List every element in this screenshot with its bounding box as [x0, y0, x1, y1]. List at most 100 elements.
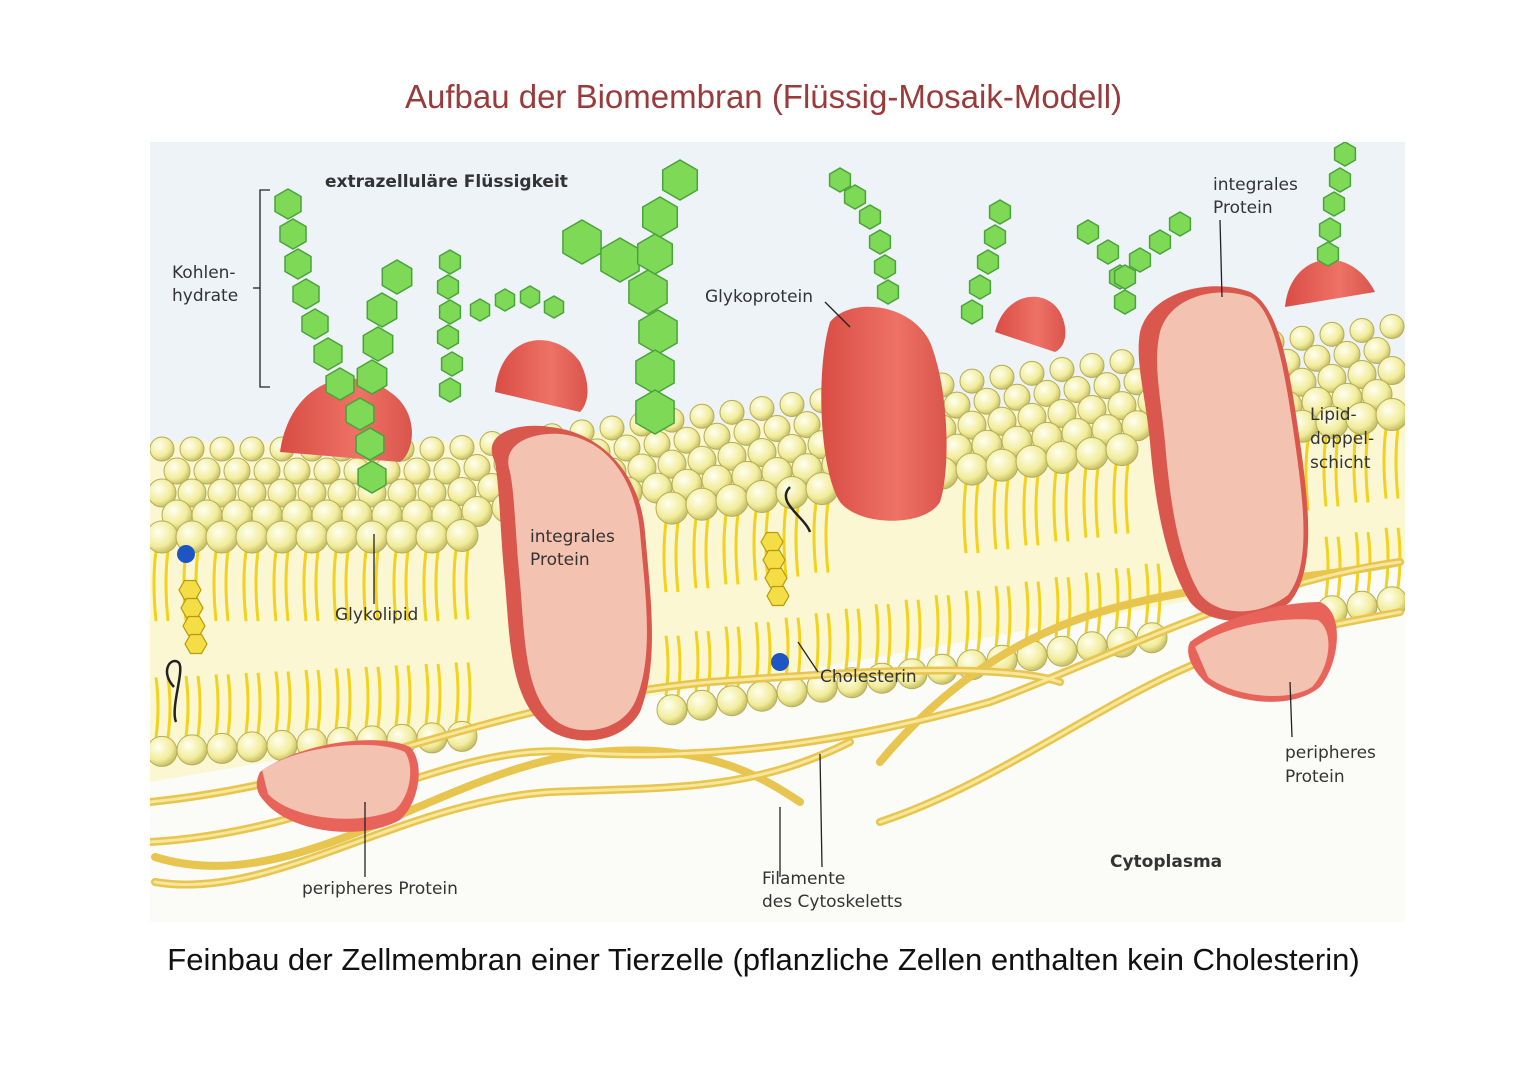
- small-protein-far-right: [1285, 259, 1375, 307]
- lipid-head: [239, 436, 265, 462]
- lipid-head: [267, 478, 297, 508]
- sugar-unit: [543, 295, 565, 319]
- lipid-head: [673, 426, 701, 454]
- lipid-head: [415, 520, 449, 554]
- lipid-head: [1093, 372, 1121, 400]
- sugar-unit: [279, 218, 307, 250]
- caption: Feinbau der Zellmembran einer Tierzelle …: [167, 942, 1360, 977]
- sugar-unit: [988, 199, 1012, 225]
- cholesterol-molecule-right: [771, 486, 812, 671]
- small-protein-right: [995, 296, 1066, 352]
- lipid-head: [1079, 353, 1105, 379]
- lipid-head: [779, 392, 805, 418]
- lipid-head: [985, 448, 1019, 482]
- lipid-head: [403, 457, 431, 485]
- label-peripheral-left: peripheres Protein: [302, 879, 458, 899]
- label-glycoprotein: Glykoprotein: [705, 287, 813, 307]
- lipid-head: [599, 415, 625, 441]
- lipid-head: [176, 734, 208, 766]
- lipid-head: [253, 457, 281, 485]
- sugar-unit: [436, 274, 460, 300]
- lipid-head: [193, 457, 221, 485]
- lipid-head: [1019, 360, 1045, 386]
- lipid-head: [179, 436, 205, 462]
- lipid-head: [283, 457, 311, 485]
- sugar-unit: [345, 397, 375, 431]
- lipid-head: [295, 520, 329, 554]
- lipid-head: [746, 680, 778, 712]
- lipid-head: [959, 368, 985, 394]
- sugar-unit: [960, 299, 984, 325]
- membrane-diagram: extrazelluläre Flüssigkeit Kohlen- hydra…: [150, 142, 1405, 922]
- sugar-unit: [976, 249, 1000, 275]
- sugar-unit: [366, 292, 398, 328]
- lipid-head: [1379, 314, 1405, 340]
- sugar-unit: [292, 278, 320, 310]
- sugar-unit: [1328, 167, 1352, 193]
- sugar-unit: [325, 367, 355, 401]
- lipid-head: [265, 520, 299, 554]
- lipid-head: [205, 520, 239, 554]
- sterol-ring: [180, 597, 204, 619]
- lipid-head: [749, 395, 775, 421]
- sugar-unit: [1318, 217, 1342, 243]
- label-extracellular: extrazelluläre Flüssigkeit: [325, 172, 568, 192]
- lipid-head: [1303, 344, 1331, 372]
- leader-lines: [253, 189, 1293, 877]
- lipid-head: [177, 478, 207, 508]
- lipid-head: [775, 476, 809, 510]
- label-peripheral-right-2: Protein: [1285, 767, 1345, 787]
- lipid-head: [150, 436, 175, 462]
- lipid-head: [387, 478, 417, 508]
- lipid-head: [1319, 321, 1345, 347]
- lipid-head: [733, 418, 761, 446]
- sugar-unit: [858, 204, 882, 230]
- lipid-head: [1349, 317, 1375, 343]
- lipid-head: [689, 403, 715, 429]
- sugar-unit: [284, 248, 312, 280]
- sugar-unit: [494, 288, 516, 312]
- label-integral-top-1: integrales: [1213, 175, 1298, 195]
- sugar-unit: [636, 233, 674, 275]
- sterol-ring: [178, 579, 202, 601]
- carbohydrate-chains: [274, 142, 1357, 494]
- sterol-ring: [182, 615, 206, 637]
- sugar-unit: [381, 259, 413, 295]
- sugar-unit: [355, 427, 385, 461]
- sugar-unit: [1148, 229, 1172, 255]
- sterol-ring: [764, 567, 788, 589]
- lipid-head: [793, 411, 821, 439]
- lipid-head: [449, 434, 475, 460]
- lipid-head: [163, 457, 191, 485]
- lipid-head: [385, 520, 419, 554]
- sugar-unit: [519, 285, 541, 309]
- label-lipid-1: Lipid-: [1310, 405, 1357, 425]
- lipid-head: [1046, 635, 1078, 667]
- peripheral-protein-left: [256, 740, 419, 832]
- lipid-head: [327, 478, 357, 508]
- lipid-head: [419, 436, 445, 462]
- label-glycolipid: Glykolipid: [335, 605, 418, 625]
- lipid-head: [1105, 433, 1139, 467]
- lipid-head: [223, 457, 251, 485]
- lipid-head: [1375, 398, 1405, 432]
- label-lipid-2: doppel-: [1310, 429, 1374, 449]
- lipid-head: [236, 731, 268, 763]
- sugar-unit: [983, 224, 1007, 250]
- lipid-head: [703, 422, 731, 450]
- lipid-head: [237, 478, 267, 508]
- lipid-head: [313, 457, 341, 485]
- lipid-head: [1003, 383, 1031, 411]
- sterol-ring: [760, 531, 784, 553]
- sugar-unit: [438, 299, 462, 325]
- lipid-head: [1033, 379, 1061, 407]
- lipid-head: [1049, 356, 1075, 382]
- page-title: Aufbau der Biomembran (Flüssig-Mosaik-Mo…: [404, 78, 1123, 115]
- lipid-head: [433, 457, 461, 485]
- sugar-unit: [661, 159, 699, 201]
- sugar-unit: [357, 460, 387, 494]
- sugar-unit: [1322, 191, 1346, 217]
- lipid-head: [325, 520, 359, 554]
- sugar-unit: [1128, 247, 1152, 273]
- lipid-head: [207, 478, 237, 508]
